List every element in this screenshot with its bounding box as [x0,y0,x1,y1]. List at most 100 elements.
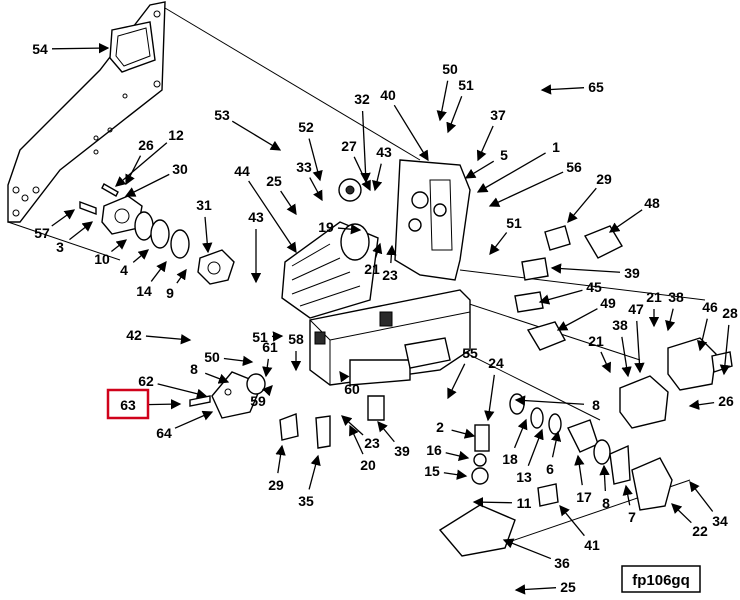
callout-leader [115,142,168,187]
callout-label: 45 [586,279,602,295]
callout-leader [275,444,286,474]
callout-leader [69,221,94,241]
callout-leader [621,336,632,378]
callout-label: 32 [354,91,370,107]
callout-label: 29 [268,477,284,493]
callout-leader [540,84,585,95]
callout-label: 23 [364,435,380,451]
callout-26a: 26 [125,137,154,186]
callout-leader [559,504,585,537]
callout-29b: 29 [268,444,286,493]
callout-leader [538,289,583,305]
callout-leader [231,120,282,151]
callout-leader [489,232,508,256]
callout-leader [372,242,383,258]
callout-62: 62 [138,373,208,399]
callout-leader [309,177,323,202]
callout-label: 7 [628,509,636,525]
callout-35: 35 [298,454,321,509]
callout-label: 41 [584,537,600,553]
callout-label: 39 [624,265,640,281]
callout-43b: 43 [248,209,264,284]
callout-leader [634,320,645,374]
callout-4: 4 [120,249,149,278]
callout-47: 47 [628,301,645,374]
callout-45: 45 [538,279,602,305]
callout-label: 8 [190,361,198,377]
callout-43a: 43 [372,144,392,192]
callout-25b: 25 [514,579,576,595]
callout-label: 35 [298,493,314,509]
callout-leader [688,399,715,410]
callout-leader [665,308,676,332]
callout-label: 9 [166,285,174,301]
callout-leader [51,42,110,54]
callout-label: 16 [426,442,442,458]
callout-32: 32 [354,91,371,184]
callout-56: 56 [488,159,582,207]
callout-leader [567,187,597,223]
callout-53: 53 [214,107,282,151]
callout-leader [111,239,128,253]
callout-51c: 51 [252,329,284,345]
callout-25a: 25 [266,173,297,216]
callout-21b: 21 [588,333,611,374]
callout-label: 13 [516,469,532,485]
callout-leader [308,138,323,182]
callout-leader [337,224,362,235]
callout-leader [476,125,494,162]
callout-14: 14 [136,260,167,299]
callout-20: 20 [349,424,376,473]
callout-22: 22 [671,503,708,539]
callout-label: 33 [296,159,312,175]
callout-label: 3 [56,239,64,255]
callout-18: 18 [502,418,528,467]
callout-leader [353,156,371,192]
callout-label: 8 [592,397,600,413]
callout-leader [488,171,564,207]
callout-21c: 21 [646,289,662,328]
callout-50a: 50 [436,61,458,122]
callout-label: 19 [318,219,334,235]
callout-label: 56 [566,159,582,175]
callout-8c: 8 [514,395,600,413]
callout-58: 58 [288,331,304,372]
callout-leader [377,420,395,443]
callout-29a: 29 [567,171,612,223]
callout-label: 64 [156,425,172,441]
callout-leader [599,464,610,492]
callout-37: 37 [476,107,506,162]
callout-leader [223,355,254,367]
callout-34: 34 [689,480,728,529]
callout-1: 1 [476,139,560,193]
callout-label: 6 [546,461,554,477]
callout-23b: 23 [341,415,380,451]
callout-leader [671,503,692,524]
callout-7: 7 [622,484,636,525]
callout-label: 42 [126,327,142,343]
callout-16: 16 [426,442,470,461]
callout-label: 52 [298,119,314,135]
callout-label: 12 [168,127,184,143]
callout-leader [176,268,187,284]
callout-40: 40 [380,87,429,162]
callout-label: 39 [394,443,410,459]
callout-leader [464,160,495,179]
callout-leader [341,415,364,436]
callout-label: 44 [234,163,250,179]
callout-27: 27 [341,138,371,192]
callout-64: 64 [156,410,214,441]
callout-leader [484,374,495,422]
callout-leader [514,584,557,595]
callout-label: 2 [436,419,444,435]
callout-label: 24 [488,355,504,371]
callout-leader [556,308,598,331]
callout-leader [174,410,214,429]
callout-label: 31 [196,197,212,213]
callout-leader [124,173,170,197]
callout-label: 15 [424,463,440,479]
callout-65: 65 [540,79,604,95]
callout-label: 60 [344,381,360,397]
